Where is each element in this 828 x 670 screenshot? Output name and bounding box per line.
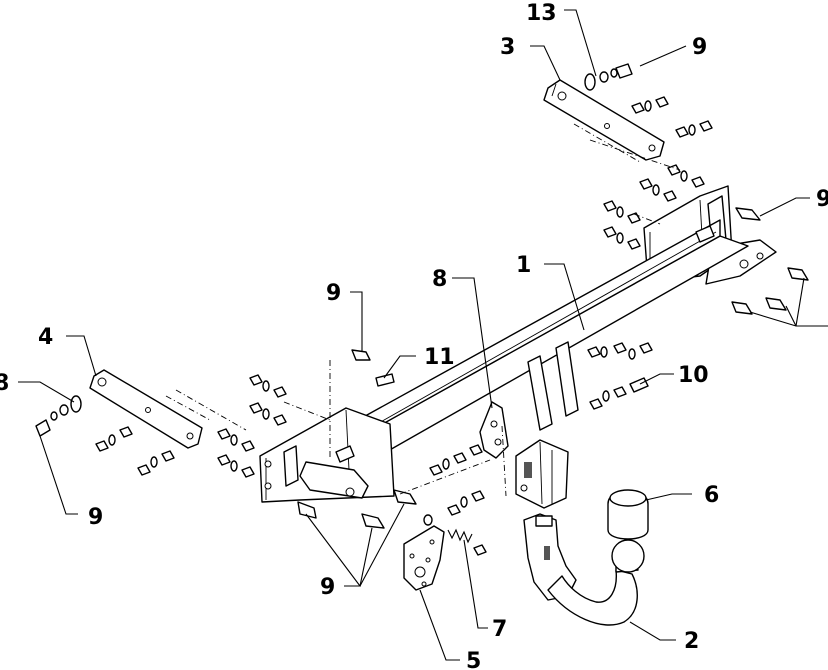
washer-13-bolt	[584, 63, 633, 91]
socket-plate-5	[403, 514, 445, 591]
guide-lines	[175, 139, 681, 497]
callout-8-centre: 8	[432, 267, 447, 292]
callout-9-top: 9	[692, 35, 707, 60]
callout-4: 4	[38, 325, 53, 350]
callout-9-centre: 9	[326, 281, 341, 306]
callout-5: 5	[466, 649, 481, 670]
callout-6: 6	[704, 483, 719, 508]
bracket-plate-4	[89, 369, 211, 449]
leader-lines	[18, 9, 828, 661]
spring-7	[447, 528, 487, 556]
washer-13-left	[35, 395, 82, 437]
callout-13: 13	[526, 1, 557, 26]
callout-11: 11	[424, 345, 455, 370]
nut-washer-set-centre	[429, 342, 653, 516]
main-crossbeam-1	[259, 185, 777, 503]
callout-3: 3	[500, 35, 515, 60]
receiver-block	[515, 439, 569, 509]
callout-9-bottom: 9	[320, 575, 335, 600]
callout-10: 10	[678, 363, 709, 388]
callout-9-left: 9	[88, 505, 103, 530]
nut-washer-set-left	[95, 374, 287, 478]
callout-2: 2	[684, 629, 699, 654]
bracket-plate-8	[479, 401, 509, 459]
callout-9-right: 9	[816, 187, 828, 212]
ball-cover-6	[607, 489, 649, 540]
nut-washer-set-upper	[603, 96, 713, 250]
bracket-plate-3	[543, 79, 665, 163]
bolts-centre	[297, 207, 809, 529]
callout-1: 1	[516, 253, 531, 278]
callout-7: 7	[492, 617, 507, 642]
callout-8-left: 8	[0, 371, 9, 396]
tow-hook-2	[523, 513, 645, 626]
